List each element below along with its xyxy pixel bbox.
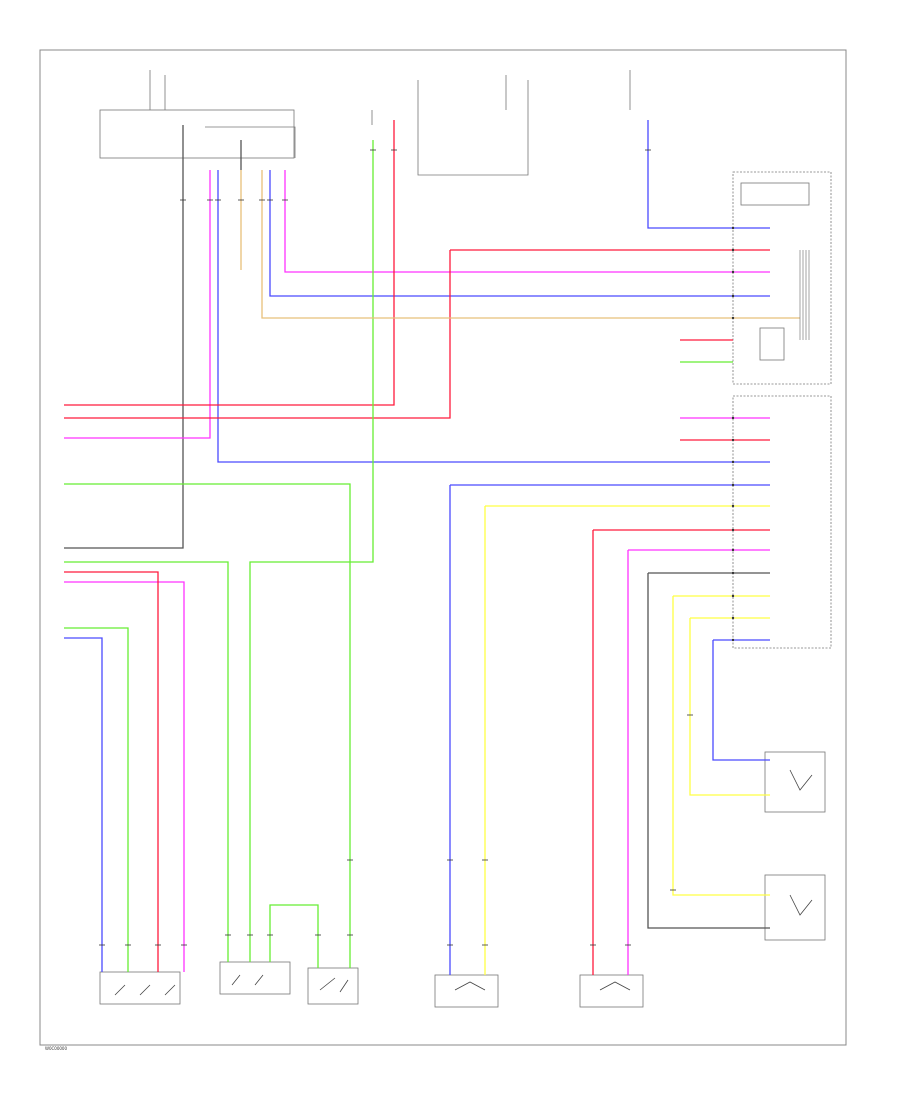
top-components xyxy=(99,70,832,1008)
switch-box-5 xyxy=(579,974,644,1008)
switch-box-4 xyxy=(434,974,499,1008)
switch-box-1 xyxy=(99,971,181,1005)
switch-box-2 xyxy=(219,961,291,995)
wires xyxy=(64,120,800,975)
wire-blue-8 xyxy=(712,640,770,761)
relay-coil xyxy=(799,250,810,340)
wire-green-3 xyxy=(64,561,229,962)
wire-red-2 xyxy=(64,250,451,419)
footer-code: W0C00000 xyxy=(45,1046,67,1051)
fuse-block-box xyxy=(99,109,295,159)
wire-red-6 xyxy=(64,571,159,972)
wire-blue-1 xyxy=(217,170,770,463)
right-sensor-box-1 xyxy=(764,751,826,813)
wire-pink-4 xyxy=(64,581,185,972)
switch-symbols xyxy=(114,769,813,996)
wire-blue-3 xyxy=(647,120,770,229)
wire-yellow-4 xyxy=(672,596,770,896)
wire-green-2 xyxy=(64,483,351,968)
wire-green-1 xyxy=(249,140,374,962)
wire-blue-2 xyxy=(269,170,770,297)
wire-gray-4 xyxy=(647,573,770,929)
terminal-dots xyxy=(731,226,735,642)
wire-blue-6 xyxy=(64,637,103,972)
wire-pink-2 xyxy=(284,170,770,273)
connector-marks xyxy=(99,149,693,946)
wire-yellow-6 xyxy=(689,618,770,796)
control-unit-box xyxy=(732,395,832,649)
wire-tan-2 xyxy=(261,170,770,319)
wire-green-4 xyxy=(64,627,129,972)
wire-gray-1 xyxy=(64,125,184,549)
wire-pink-1 xyxy=(64,170,211,439)
right-sensor-box-2 xyxy=(764,874,826,941)
switch-box-3 xyxy=(307,967,359,1005)
wire-red-1 xyxy=(64,120,395,406)
relay-box xyxy=(732,171,832,385)
diagram-frame xyxy=(39,49,847,1046)
wire-green-5 xyxy=(269,904,319,968)
